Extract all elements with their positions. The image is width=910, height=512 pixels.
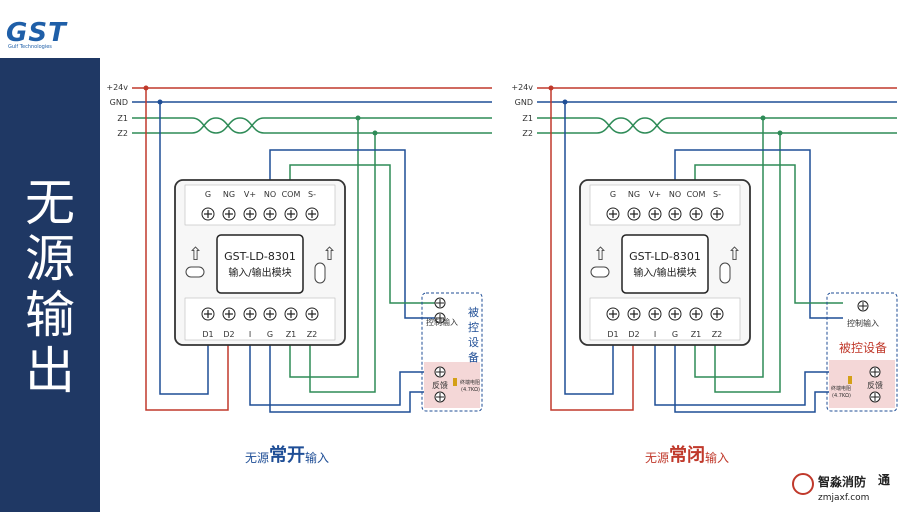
- terminal-label-i: I: [249, 330, 251, 339]
- bus-label-z2: Z2: [522, 129, 533, 138]
- module-model: GST-LD-8301: [629, 250, 701, 263]
- watermark-site-name: 智淼消防: [817, 474, 866, 489]
- terminal-label-no: NO: [264, 190, 276, 199]
- controlled-device: [826, 292, 898, 412]
- feedback-label: 反馈: [867, 380, 883, 390]
- watermark-partial: 通: [878, 472, 890, 487]
- bus-label-gnd: GND: [515, 98, 533, 107]
- module-model: GST-LD-8301: [224, 250, 296, 263]
- terminal-label-i: I: [654, 330, 656, 339]
- terminal-label-z1: Z1: [691, 330, 702, 339]
- module-name: 输入/输出模块: [633, 266, 696, 279]
- left-caption: 无源常开输入: [245, 444, 329, 466]
- wiring-diagram: +24v GND Z1 Z2 G NG V+ NO COM S-: [106, 83, 898, 503]
- arrow-up-icon: ⇧: [188, 244, 203, 265]
- arrow-up-icon: ⇧: [322, 244, 337, 265]
- terminal-label-g-bottom: G: [267, 330, 273, 339]
- bus-z1-line: [132, 117, 492, 134]
- bus-z2-line: [132, 117, 492, 134]
- watermark-url: zmjaxf.com: [818, 493, 869, 503]
- terminal-label-z2: Z2: [712, 330, 723, 339]
- terminal-label-z1: Z1: [286, 330, 297, 339]
- arrow-up-icon: ⇧: [727, 244, 742, 265]
- right-caption: 无源常闭输入: [645, 444, 729, 466]
- terminal-label-d2: D2: [223, 330, 234, 339]
- module-name: 输入/输出模块: [228, 266, 291, 279]
- logo: GST Gulf Technologies: [0, 0, 100, 58]
- terminal-label-g: G: [205, 190, 211, 199]
- bus-label-z2: Z2: [117, 129, 128, 138]
- terminal-label-d1: D1: [202, 330, 213, 339]
- bus-label-24v: +24v: [106, 83, 128, 92]
- terminal-label-d2: D2: [628, 330, 639, 339]
- terminal-label-z2: Z2: [307, 330, 318, 339]
- right-wiring-diagram: +24v GND Z1 Z2 G NG V+ NO COM S-: [511, 83, 898, 466]
- terminal-label-com: COM: [282, 190, 301, 199]
- bus-label-z1: Z1: [522, 114, 533, 123]
- terminal-resistor-value: (4.7KΩ): [832, 393, 851, 399]
- control-input-label: 控制输入: [426, 317, 458, 327]
- page-title: 无源输出: [25, 174, 75, 400]
- terminal-label-no: NO: [669, 190, 681, 199]
- controlled-device: [421, 292, 483, 412]
- logo-subtext: Gulf Technologies: [8, 44, 52, 50]
- watermark-logo-icon: [792, 473, 814, 495]
- terminal-label-ng: NG: [628, 190, 640, 199]
- bus-label-z1: Z1: [117, 114, 128, 123]
- terminal-resistor-label: 终端电阻: [831, 385, 851, 392]
- sidebar: GST Gulf Technologies 无源输出: [0, 0, 100, 512]
- control-input-label: 控制输入: [847, 318, 879, 328]
- terminal-label-g: G: [610, 190, 616, 199]
- terminal-label-ng: NG: [223, 190, 235, 199]
- terminal-label-g-bottom: G: [672, 330, 678, 339]
- terminal-label-vplus: V+: [244, 190, 256, 199]
- feedback-label: 反馈: [432, 380, 448, 390]
- terminal-resistor-value: (4.7KΩ): [461, 387, 480, 393]
- terminal-label-d1: D1: [607, 330, 618, 339]
- logo-text: GST: [6, 18, 67, 48]
- watermark: 智淼消防 通 zmjaxf.com: [792, 472, 890, 503]
- bus-label-24v: +24v: [511, 83, 533, 92]
- terminal-label-com: COM: [687, 190, 706, 199]
- terminal-label-s-minus: S-: [713, 190, 721, 199]
- device-label: 被控设备: [839, 341, 887, 355]
- bus-label-gnd: GND: [110, 98, 128, 107]
- left-wiring-diagram: +24v GND Z1 Z2 G NG V+ NO COM S-: [106, 83, 492, 466]
- arrow-up-icon: ⇧: [593, 244, 608, 265]
- terminal-label-s-minus: S-: [308, 190, 316, 199]
- terminal-resistor-label: 终端电阻: [460, 379, 480, 386]
- terminal-label-vplus: V+: [649, 190, 661, 199]
- device-label: 被控设备: [468, 306, 479, 364]
